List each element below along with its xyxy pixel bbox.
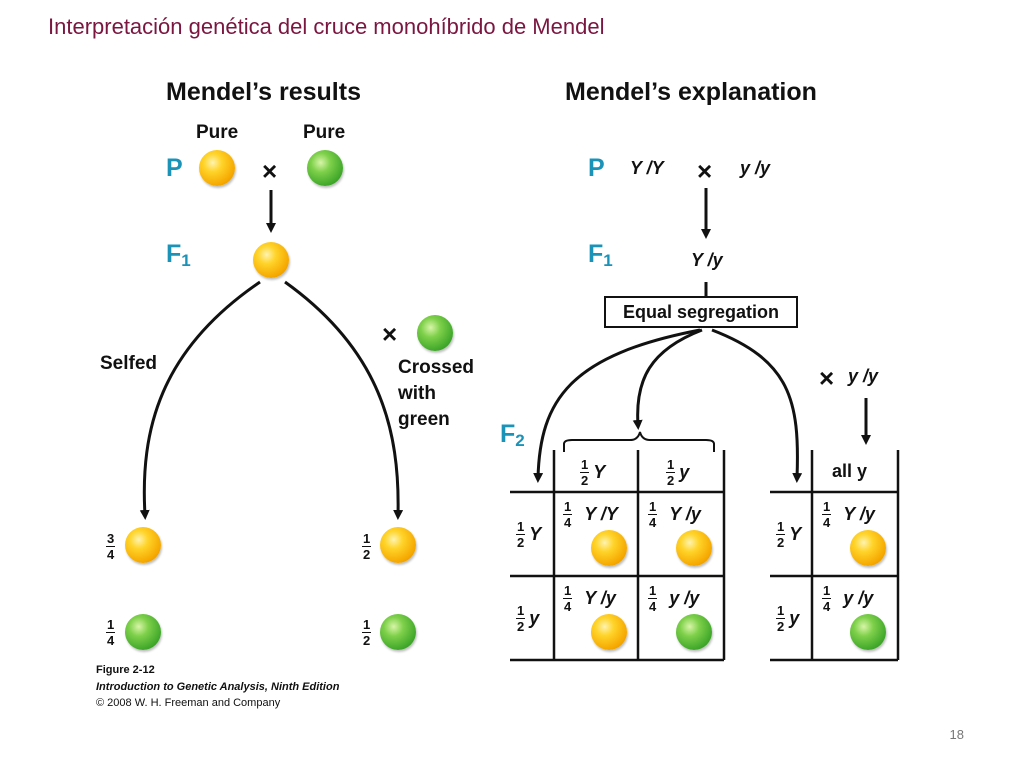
slide-title: Interpretación genética del cruce monohí… xyxy=(48,14,605,39)
explanation-heading: Mendel’s explanation xyxy=(565,78,817,106)
yellow-pea-icon xyxy=(125,527,161,563)
green-pea-icon xyxy=(380,614,416,650)
selfed-label: Selfed xyxy=(100,353,158,374)
green-pea-icon xyxy=(125,614,161,650)
yellow-pea-icon xyxy=(591,530,627,566)
arrow-selfed xyxy=(139,280,261,520)
p-label: P xyxy=(588,154,605,182)
green-pea-icon xyxy=(307,150,343,186)
f1-label: F1 xyxy=(166,240,191,270)
green-pea-icon xyxy=(676,614,712,650)
copyright: © 2008 W. H. Freeman and Company xyxy=(96,697,281,709)
yellow-pea-icon xyxy=(676,530,712,566)
punnett-grid-left xyxy=(510,450,726,662)
yellow-pea-icon xyxy=(253,242,289,278)
pure-label-right: Pure xyxy=(303,122,346,143)
green-pea-icon xyxy=(417,315,453,351)
brace xyxy=(563,431,715,452)
pure-label-left: Pure xyxy=(196,122,239,143)
punnett-grid-right xyxy=(770,450,900,662)
equal-segregation-box: Equal segregation xyxy=(604,296,798,328)
f1-label: F1 xyxy=(588,240,613,270)
cross-icon: × xyxy=(819,363,835,393)
green-pea-icon xyxy=(850,614,886,650)
arrow-seg-to-testcross xyxy=(711,328,803,483)
f1-genotype: Y /y xyxy=(691,250,723,270)
f2-label: F2 xyxy=(500,420,525,450)
page-number: 18 xyxy=(949,727,964,742)
arrow-seg-to-f2-left xyxy=(533,328,701,483)
col-header-all-y: all y xyxy=(832,461,868,481)
arrow-seg-to-f2-mid xyxy=(632,328,703,430)
crossed-with-green-label: Crossed with green xyxy=(398,357,475,430)
cross-icon: × xyxy=(697,156,713,186)
cross-icon: × xyxy=(262,156,278,186)
cross-icon: × xyxy=(382,319,398,349)
yellow-pea-icon xyxy=(850,530,886,566)
p-genotype-left: Y /Y xyxy=(630,158,664,178)
book-title: Introduction to Genetic Analysis, Ninth … xyxy=(96,681,340,693)
p-label: P xyxy=(166,154,183,182)
results-heading: Mendel’s results xyxy=(166,78,361,106)
yellow-pea-icon xyxy=(380,527,416,563)
yellow-pea-icon xyxy=(199,150,235,186)
p-genotype-right: y /y xyxy=(740,158,771,178)
testcross-genotype: y /y xyxy=(848,366,879,386)
yellow-pea-icon xyxy=(591,614,627,650)
arrow-crossed xyxy=(284,280,404,520)
figure-number: Figure 2-12 xyxy=(96,664,155,676)
